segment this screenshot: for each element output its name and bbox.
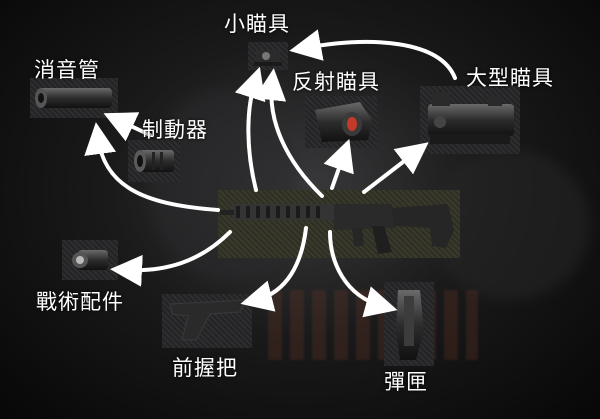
label-suppressor: 消音管 — [34, 58, 100, 82]
arrow-to-small-sight-inner — [254, 68, 324, 198]
scope-icon — [428, 92, 514, 144]
label-large-scope: 大型瞄具 — [466, 66, 554, 90]
label-foregrip: 前握把 — [172, 356, 238, 380]
rifle-icon — [220, 204, 454, 254]
arrow-to-magazine — [328, 230, 398, 318]
arrow-to-small-sight — [234, 66, 266, 192]
arrow-to-small-sight-from-scope — [289, 29, 457, 80]
arrow-to-suppressor — [84, 122, 220, 212]
suppressor-icon — [35, 88, 112, 108]
connector-arrows — [84, 29, 457, 318]
foregrip-icon — [169, 299, 247, 341]
label-small-sight: 小瞄具 — [224, 12, 290, 36]
small-sight-icon — [254, 50, 282, 66]
muzzle-brake-icon — [134, 150, 174, 172]
arrow-to-reflex-sight — [323, 138, 354, 190]
label-muzzle-brake: 制動器 — [142, 118, 208, 142]
magazine-icon — [396, 290, 424, 360]
arrow-to-muzzle-brake — [103, 112, 152, 142]
label-magazine: 彈匣 — [384, 370, 428, 394]
arrow-to-tactical-accessory — [110, 230, 232, 287]
arrow-to-foregrip — [240, 226, 308, 312]
label-reflex-sight: 反射瞄具 — [292, 70, 380, 94]
flashlight-icon — [72, 250, 108, 270]
reflex-sight-icon — [315, 102, 372, 142]
label-tactical-accessory: 戰術配件 — [36, 290, 124, 314]
arrow-to-large-scope — [362, 142, 429, 194]
